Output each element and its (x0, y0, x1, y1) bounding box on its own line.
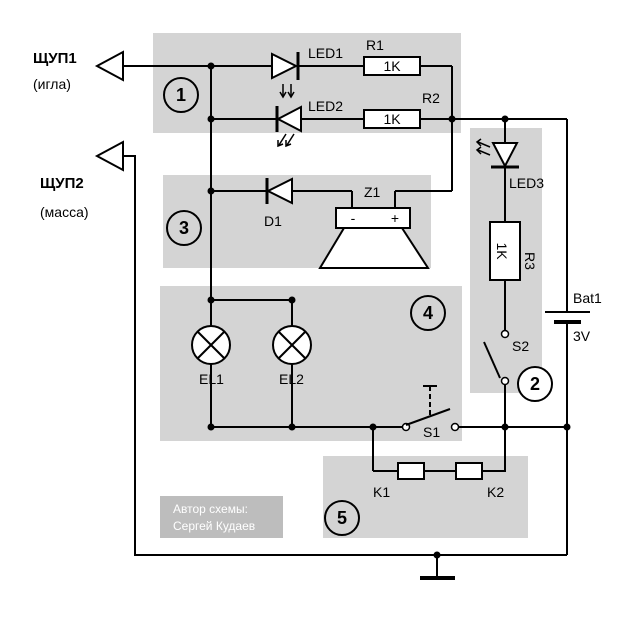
author-credit-box (160, 496, 283, 538)
s1-lever (405, 408, 451, 426)
r3-value: 1K (494, 242, 510, 260)
k2-relay-coil (455, 462, 483, 480)
led1-symbol (271, 52, 299, 80)
probe1-label: ЩУП1 (33, 50, 77, 67)
author-credit-line1: Автор схемы: (173, 502, 248, 516)
svg-text:4: 4 (423, 303, 433, 323)
z1-plus: + (391, 210, 399, 226)
led2-label: LED2 (308, 98, 343, 114)
led3-light-arrows (475, 138, 491, 156)
r2-label: R2 (422, 90, 440, 106)
probe2-label: ЩУП2 (40, 175, 84, 192)
led1-light-arrows (279, 84, 295, 99)
led2-light-arrows (277, 133, 295, 148)
el1-lamp (191, 325, 231, 365)
junction-dot (207, 62, 215, 70)
svg-text:1: 1 (176, 85, 186, 105)
z1-minus: - (351, 210, 356, 226)
probe2-arrow (94, 140, 124, 172)
svg-text:2: 2 (530, 374, 540, 394)
block-2-badge: 2 (517, 366, 553, 402)
wire (482, 466, 506, 472)
r3-resistor (489, 221, 521, 281)
r1-value: 1K (383, 58, 401, 74)
r1-label: R1 (366, 37, 384, 53)
s1-contact (450, 422, 460, 432)
probe1-arrow (94, 50, 124, 82)
d1-label: D1 (264, 213, 282, 229)
z1-speaker-cone (318, 227, 430, 269)
r2-value: 1K (383, 111, 401, 127)
junction-dot (501, 115, 509, 123)
s1-label: S1 (423, 424, 440, 440)
block-4-badge: 4 (410, 295, 446, 331)
svg-text:5: 5 (337, 508, 347, 528)
r3-label: R3 (522, 252, 538, 270)
el1-label: EL1 (199, 371, 224, 387)
led1-label: LED1 (308, 45, 343, 61)
k2-label: K2 (487, 484, 504, 500)
junction-dot (433, 551, 441, 559)
k1-relay-coil (397, 462, 425, 480)
probe2-sublabel: (масса) (40, 204, 89, 220)
led3-symbol (491, 142, 519, 169)
svg-text:3: 3 (179, 218, 189, 238)
probe1-sublabel: (игла) (33, 76, 71, 92)
bat1-label: Bat1 (573, 290, 602, 306)
bat1-value: 3V (573, 328, 591, 344)
probe2-wire (123, 155, 567, 556)
led3-label: LED3 (509, 175, 544, 191)
author-credit-line2: Сергей Кудаев (173, 519, 255, 533)
block-3-badge: 3 (166, 210, 202, 246)
z1-label: Z1 (364, 184, 381, 200)
block-5-badge: 5 (324, 500, 360, 536)
s2-contact (500, 329, 510, 339)
s2-label: S2 (512, 338, 529, 354)
el2-lamp (272, 325, 312, 365)
block-1-badge: 1 (163, 77, 199, 113)
s2-lever (483, 341, 501, 379)
k1-label: K1 (373, 484, 390, 500)
s2-contact (500, 376, 510, 386)
el2-label: EL2 (279, 371, 304, 387)
